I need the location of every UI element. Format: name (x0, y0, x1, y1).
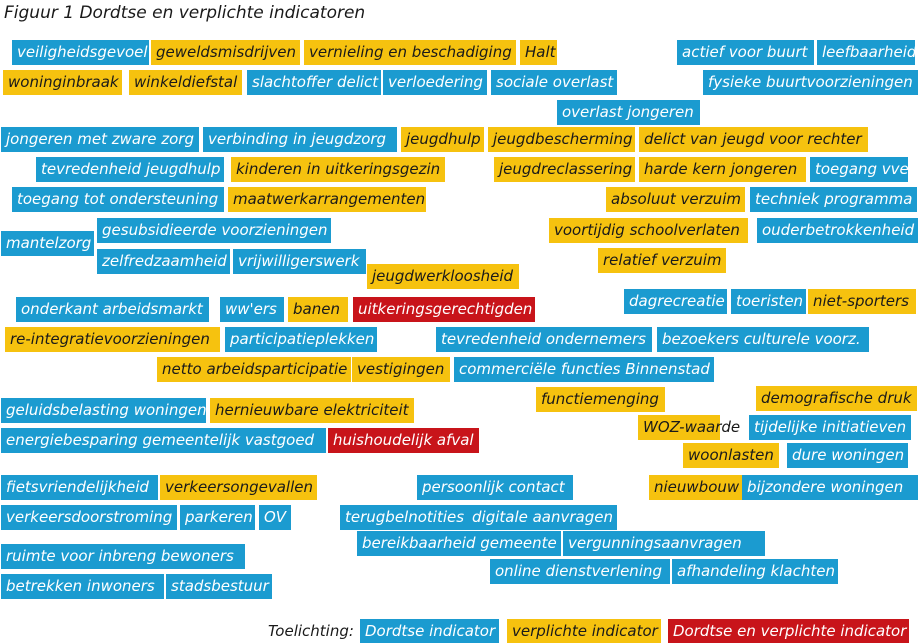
indicator-vestigingen: vestigingen (352, 357, 450, 382)
legend-label: Toelichting: (268, 622, 354, 640)
indicator-verkeersongevallen: verkeersongevallen (160, 475, 317, 500)
indicator-winkeldiefstal: winkeldiefstal (129, 70, 242, 95)
indicator-toeristen: toeristen (731, 289, 806, 314)
indicator-parkeren: parkeren (180, 505, 255, 530)
indicator-onderkant-arbeidsmarkt: onderkant arbeidsmarkt (16, 297, 209, 322)
indicator-jeugdreclassering: jeugdreclassering (494, 157, 635, 182)
indicator-geweldsmisdrijven: geweldsmisdrijven (151, 40, 300, 65)
indicator-jeugdhulp: jeugdhulp (401, 127, 484, 152)
indicator-banen: banen (288, 297, 348, 322)
legend-item-dordtse: Dordtse indicator (360, 619, 499, 643)
indicator-nieuwbouw: nieuwbouw (649, 475, 744, 500)
indicator-jongeren-met-zware-zorg: jongeren met zware zorg (1, 127, 199, 152)
indicator-terugbelnotities: terugbelnotities (340, 505, 468, 530)
indicator-delict-van-jeugd-voor-rechter: delict van jeugd voor rechter (639, 127, 868, 152)
legend-item-verplicht: verplichte indicator (507, 619, 661, 643)
indicator-mantelzorg: mantelzorg (1, 231, 94, 256)
indicator-sociale-overlast: sociale overlast (491, 70, 617, 95)
indicator-commerciele-functies-binnenstad: commerciële functies Binnenstad (454, 357, 714, 382)
indicator-jeugdwerkloosheid: jeugdwerkloosheid (367, 264, 519, 289)
indicator-absoluut-verzuim: absoluut verzuim (606, 187, 745, 212)
indicator-huishoudelijk-afval: huishoudelijk afval (328, 428, 479, 453)
indicator-verbinding-in-jeugdzorg: verbinding in jeugdzorg (203, 127, 397, 152)
indicator-fysieke-buurtvoorzieningen: fysieke buurtvoorzieningen (703, 70, 918, 95)
indicator-harde-kern-jongeren: harde kern jongeren (639, 157, 806, 182)
indicator-online-dienstverlening: online dienstverlening (490, 559, 670, 584)
indicator-re-integratievoorzieningen: re-integratievoorzieningen (5, 327, 220, 352)
indicator-vernieling-en-beschadiging: vernieling en beschadiging (304, 40, 516, 65)
indicator-uitkeringsgerechtigden: uitkeringsgerechtigden (353, 297, 535, 322)
indicator-actief-voor-buurt: actief voor buurt (677, 40, 814, 65)
indicator-demografische-druk: demografische druk (756, 386, 917, 411)
indicator-maatwerkarrangementen: maatwerkarrangementen (228, 187, 426, 212)
indicator-zelfredzaamheid: zelfredzaamheid (97, 249, 230, 274)
indicator-dagrecreatie: dagrecreatie (624, 289, 727, 314)
indicator-bereikbaarheid-gemeente: bereikbaarheid gemeente (357, 531, 561, 556)
indicator-vergunningsaanvragen: vergunningsaanvragen (563, 531, 765, 556)
indicator-persoonlijk-contact: persoonlijk contact (417, 475, 573, 500)
indicator-woninginbraak: woninginbraak (3, 70, 122, 95)
indicator-geluidsbelasting-woningen: geluidsbelasting woningen (1, 398, 207, 423)
indicator-tijdelijke-initiatieven: tijdelijke initiatieven (749, 415, 911, 440)
indicator-ww-ers: ww'ers (220, 297, 284, 322)
indicator-netto-arbeidsparticipatie: netto arbeidsparticipatie (157, 357, 351, 382)
indicator-toegang-tot-ondersteuning: toegang tot ondersteuning (12, 187, 224, 212)
indicator-toegang-vve: toegang vve (810, 157, 909, 182)
indicator-woonlasten: woonlasten (683, 443, 779, 468)
indicator-tevredenheid-ondernemers: tevredenheid ondernemers (436, 327, 652, 352)
indicator-digitale-aanvragen: digitale aanvragen (467, 505, 617, 530)
indicator-hernieuwbare-elektriciteit: hernieuwbare elektriciteit (210, 398, 414, 423)
indicator-voortijdig-schoolverlaten: voortijdig schoolverlaten (549, 218, 748, 243)
indicator-vrijwilligerswerk: vrijwilligerswerk (233, 249, 366, 274)
indicator-afhandeling-klachten: afhandeling klachten (672, 559, 838, 584)
indicator-verkeersdoorstroming: verkeersdoorstroming (1, 505, 177, 530)
indicator-betrekken-inwoners: betrekken inwoners (1, 574, 164, 599)
indicator-energiebesparing-gemeentelijk-vastgoed: energiebesparing gemeentelijk vastgoed (1, 428, 326, 453)
indicator-ouderbetrokkenheid: ouderbetrokkenheid (757, 218, 918, 243)
figure-title: Figuur 1 Dordtse en verplichte indicator… (4, 3, 366, 23)
indicator-halt: Halt (520, 40, 557, 65)
indicator-verloedering: verloedering (383, 70, 487, 95)
legend-item-dordtse-en-verplicht: Dordtse en verplichte indicator (668, 619, 909, 643)
indicator-techniek-programma: techniek programma (750, 187, 917, 212)
indicator-ruimte-voor-inbreng-bewoners: ruimte voor inbreng bewoners (1, 544, 245, 569)
indicator-functiemenging: functiemenging (536, 387, 665, 412)
indicator-niet-sporters: niet-sporters (808, 289, 916, 314)
indicator-stadsbestuur: stadsbestuur (166, 574, 272, 599)
indicator-gesubsidieerde-voorzieningen: gesubsidieerde voorzieningen (97, 218, 331, 243)
indicator-bezoekers-culturele-voorz: bezoekers culturele voorz. (657, 327, 869, 352)
indicator-slachtoffer-delict: slachtoffer delict (247, 70, 381, 95)
indicator-leefbaarheid: leefbaarheid (817, 40, 916, 65)
indicator-relatief-verzuim: relatief verzuim (598, 248, 726, 273)
indicator-bijzondere-woningen: bijzondere woningen (742, 475, 918, 500)
indicator-jeugdbescherming: jeugdbescherming (488, 127, 635, 152)
indicator-ov: OV (259, 505, 291, 530)
indicator-woz-waarde: WOZ-waarde (638, 415, 740, 440)
indicator-kinderen-in-uitkeringsgezin: kinderen in uitkeringsgezin (231, 157, 445, 182)
indicator-tevredenheid-jeugdhulp: tevredenheid jeugdhulp (36, 157, 224, 182)
indicator-veiligheidsgevoel: veiligheidsgevoel (12, 40, 149, 65)
indicator-participatieplekken: participatieplekken (225, 327, 377, 352)
indicator-dure-woningen: dure woningen (787, 443, 908, 468)
indicator-overlast-jongeren: overlast jongeren (557, 100, 700, 125)
indicator-fietsvriendelijkheid: fietsvriendelijkheid (1, 475, 158, 500)
